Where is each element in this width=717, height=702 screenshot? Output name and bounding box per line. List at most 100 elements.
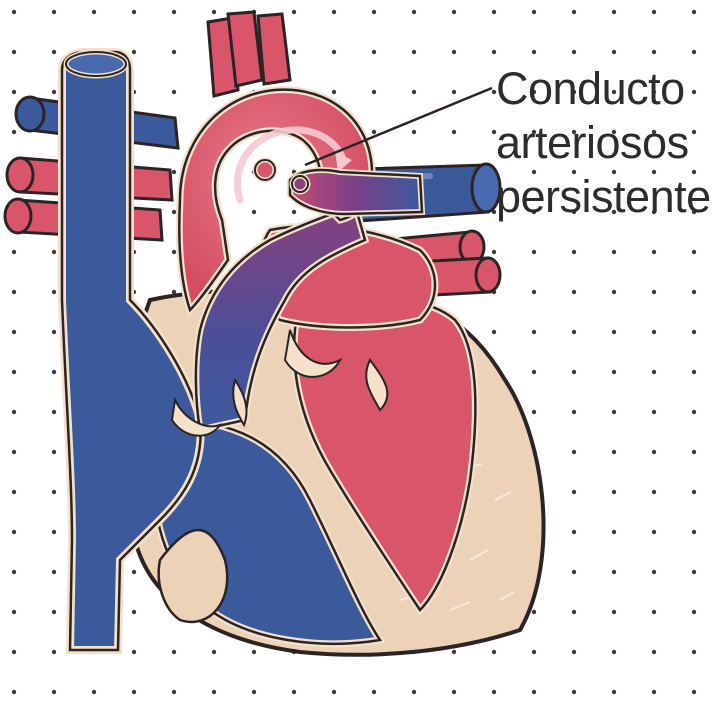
grid-dot [292, 690, 296, 694]
grid-dot [252, 650, 256, 654]
grid-dot [452, 10, 456, 14]
grid-dot [372, 130, 376, 134]
grid-dot [332, 690, 336, 694]
grid-dot [52, 570, 56, 574]
grid-dot [292, 10, 296, 14]
grid-dot [652, 690, 656, 694]
grid-dot [492, 650, 496, 654]
grid-dot [532, 10, 536, 14]
grid-dot [372, 90, 376, 94]
grid-dot [492, 330, 496, 334]
grid-dot [52, 490, 56, 494]
grid-dot [292, 50, 296, 54]
grid-dot [12, 530, 16, 534]
grid-dot [652, 490, 656, 494]
grid-dot [572, 10, 576, 14]
grid-dot [172, 650, 176, 654]
grid-dot [572, 530, 576, 534]
grid-dot [332, 10, 336, 14]
grid-dot [572, 410, 576, 414]
grid-dot [372, 10, 376, 14]
grid-dot [372, 50, 376, 54]
grid-dot [12, 50, 16, 54]
label-line-2: arteriosos [496, 116, 711, 170]
grid-dot [692, 290, 696, 294]
grid-dot [12, 650, 16, 654]
grid-dot [452, 690, 456, 694]
grid-dot [92, 10, 96, 14]
grid-dot [52, 90, 56, 94]
grid-dot [532, 370, 536, 374]
grid-dot [532, 690, 536, 694]
grid-dot [172, 50, 176, 54]
grid-dot [12, 690, 16, 694]
grid-dot [12, 130, 16, 134]
aortic-branches [208, 12, 290, 96]
grid-dot [172, 170, 176, 174]
grid-dot [692, 570, 696, 574]
grid-dot [612, 610, 616, 614]
grid-dot [612, 450, 616, 454]
grid-dot [532, 250, 536, 254]
grid-dot [52, 650, 56, 654]
grid-dot [52, 690, 56, 694]
grid-dot [12, 250, 16, 254]
grid-dot [132, 650, 136, 654]
grid-dot [252, 690, 256, 694]
grid-dot [492, 10, 496, 14]
grid-dot [212, 650, 216, 654]
grid-dot [612, 650, 616, 654]
grid-dot [492, 250, 496, 254]
grid-dot [652, 250, 656, 254]
grid-dot [652, 10, 656, 14]
grid-dot [12, 450, 16, 454]
grid-dot [692, 10, 696, 14]
grid-dot [532, 650, 536, 654]
grid-dot [572, 370, 576, 374]
grid-dot [52, 10, 56, 14]
grid-dot [692, 690, 696, 694]
grid-dot [692, 370, 696, 374]
grid-dot [692, 410, 696, 414]
grid-dot [12, 570, 16, 574]
grid-dot [532, 610, 536, 614]
grid-dot [692, 330, 696, 334]
grid-dot [692, 650, 696, 654]
grid-dot [52, 450, 56, 454]
grid-dot [52, 530, 56, 534]
grid-dot [92, 690, 96, 694]
grid-dot [572, 290, 576, 294]
grid-dot [452, 50, 456, 54]
grid-dot [572, 50, 576, 54]
grid-dot [492, 50, 496, 54]
grid-dot [612, 410, 616, 414]
grid-dot [572, 250, 576, 254]
grid-dot [612, 370, 616, 374]
grid-dot [52, 370, 56, 374]
grid-dot [252, 210, 256, 214]
grid-dot [572, 690, 576, 694]
grid-dot [652, 330, 656, 334]
grid-dot [52, 250, 56, 254]
grid-dot [52, 50, 56, 54]
grid-dot [692, 490, 696, 494]
grid-dot [532, 290, 536, 294]
grid-dot [12, 610, 16, 614]
grid-dot [652, 650, 656, 654]
grid-dot [412, 10, 416, 14]
ductus-arteriosus-label: Conducto arteriosos persistente [496, 62, 711, 224]
label-line-3: persistente [496, 170, 711, 224]
grid-dot [412, 130, 416, 134]
grid-dot [612, 290, 616, 294]
grid-dot [652, 410, 656, 414]
grid-dot [132, 10, 136, 14]
grid-dot [372, 690, 376, 694]
grid-dot [652, 530, 656, 534]
grid-dot [412, 50, 416, 54]
grid-dot [172, 690, 176, 694]
grid-dot [132, 50, 136, 54]
grid-dot [612, 10, 616, 14]
grid-dot [172, 250, 176, 254]
grid-dot [452, 90, 456, 94]
